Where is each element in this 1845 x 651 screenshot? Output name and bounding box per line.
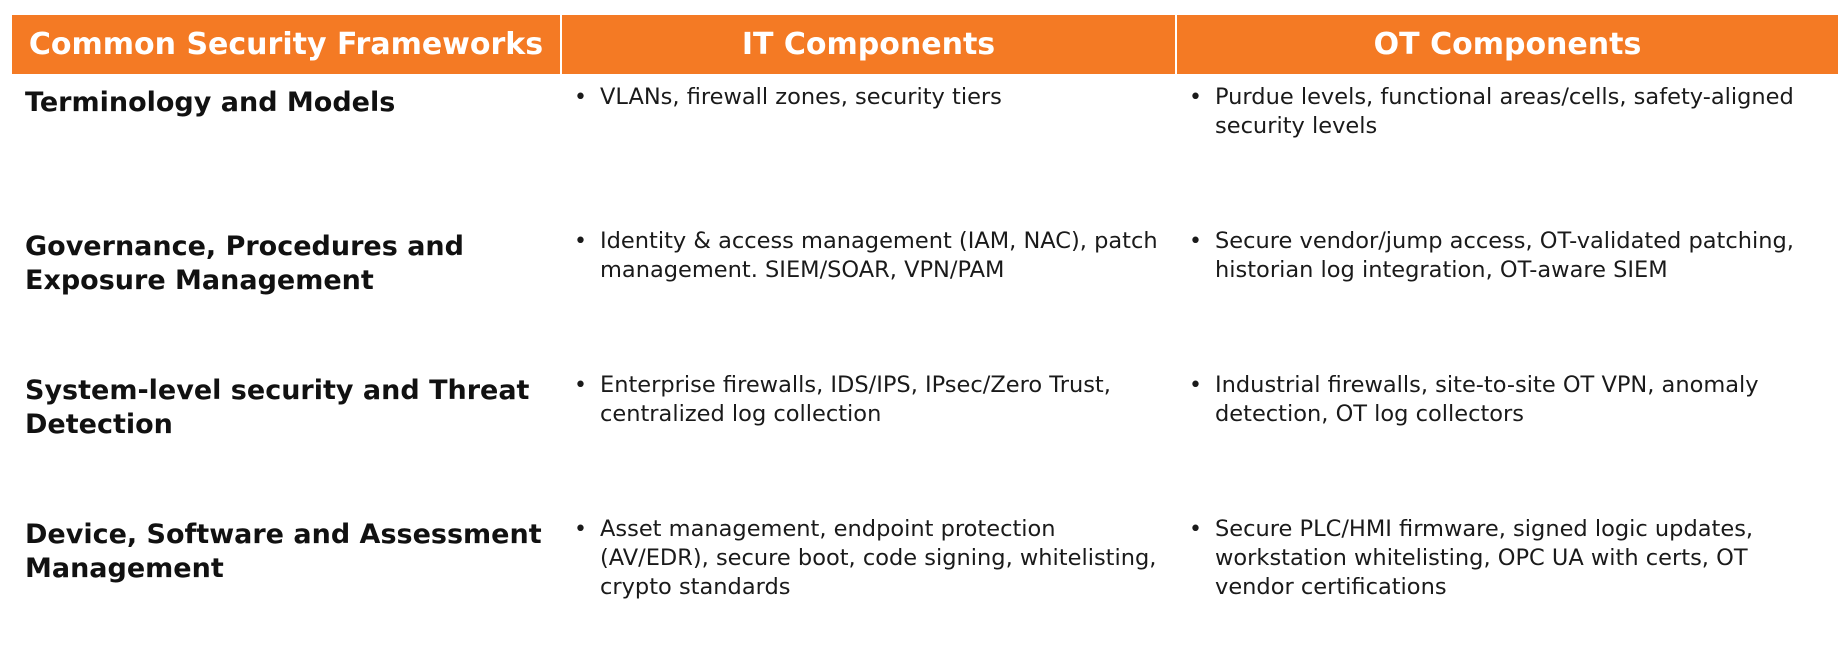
header-it-components: IT Components xyxy=(560,15,1175,74)
ot-components-text: Secure PLC/HMI firmware, signed logic up… xyxy=(1215,516,1754,600)
it-components-text: Enterprise firewalls, IDS/IPS, IPsec/Zer… xyxy=(600,372,1111,427)
it-cell: • Identity & access management (IAM, NAC… xyxy=(560,218,1175,362)
bullet-icon: • xyxy=(1189,373,1202,398)
it-components-text: Asset management, endpoint protection (A… xyxy=(600,516,1157,600)
framework-title: System-level security and Threat Detecti… xyxy=(25,375,530,440)
bullet-icon: • xyxy=(1189,85,1202,110)
header-ot-components: OT Components xyxy=(1175,15,1838,74)
it-components-text: VLANs, firewall zones, security tiers xyxy=(600,84,1002,110)
table-row: System-level security and Threat Detecti… xyxy=(12,362,1838,506)
it-cell: • VLANs, firewall zones, security tiers xyxy=(560,74,1175,218)
ot-components-text: Purdue levels, functional areas/cells, s… xyxy=(1215,84,1794,139)
bullet-icon: • xyxy=(574,85,587,110)
ot-cell: • Purdue levels, functional areas/cells,… xyxy=(1175,74,1838,218)
security-frameworks-table: Common Security Frameworks IT Components… xyxy=(12,15,1838,650)
ot-components-text: Secure vendor/jump access, OT-validated … xyxy=(1215,228,1794,283)
ot-cell: • Industrial firewalls, site-to-site OT … xyxy=(1175,362,1838,506)
bullet-icon: • xyxy=(1189,517,1202,542)
it-cell: • Enterprise firewalls, IDS/IPS, IPsec/Z… xyxy=(560,362,1175,506)
framework-title: Device, Software and Assessment Manageme… xyxy=(25,519,542,584)
it-cell: • Asset management, endpoint protection … xyxy=(560,506,1175,650)
bullet-icon: • xyxy=(1189,229,1202,254)
ot-cell: • Secure vendor/jump access, OT-validate… xyxy=(1175,218,1838,362)
table-row: Governance, Procedures and Exposure Mana… xyxy=(12,218,1838,362)
table-header-row: Common Security Frameworks IT Components… xyxy=(12,15,1838,74)
ot-components-text: Industrial firewalls, site-to-site OT VP… xyxy=(1215,372,1759,427)
it-components-text: Identity & access management (IAM, NAC),… xyxy=(600,228,1158,283)
header-frameworks: Common Security Frameworks xyxy=(12,15,560,74)
bullet-icon: • xyxy=(574,229,587,254)
table-row: Device, Software and Assessment Manageme… xyxy=(12,506,1838,650)
framework-title: Governance, Procedures and Exposure Mana… xyxy=(25,231,464,296)
ot-cell: • Secure PLC/HMI firmware, signed logic … xyxy=(1175,506,1838,650)
table-row: Terminology and Models • VLANs, firewall… xyxy=(12,74,1838,218)
bullet-icon: • xyxy=(574,373,587,398)
framework-title: Terminology and Models xyxy=(25,87,396,118)
bullet-icon: • xyxy=(574,517,587,542)
